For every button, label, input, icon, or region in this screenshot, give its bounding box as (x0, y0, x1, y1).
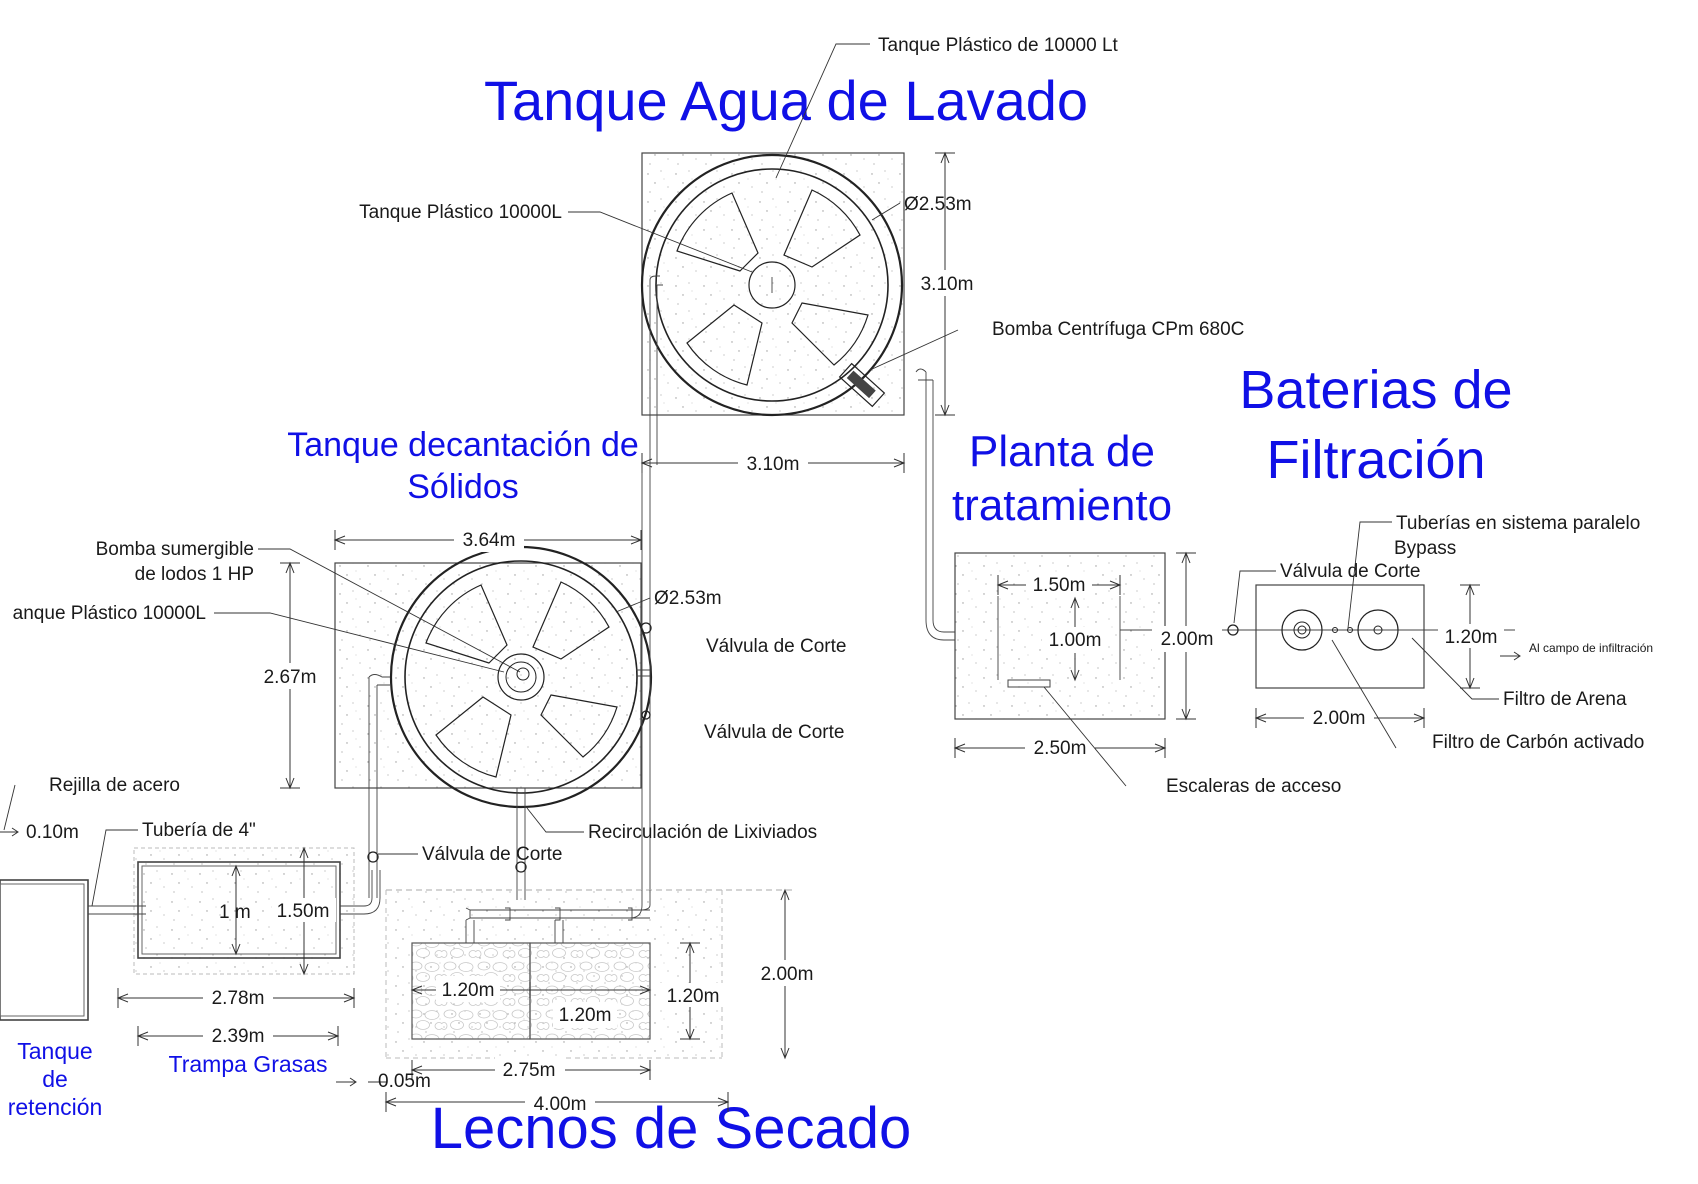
dim-200-beds: 2.00m (761, 964, 814, 985)
dim-250-plant: 2.50m (1034, 738, 1087, 759)
dim-200-plant: 2.00m (1161, 629, 1214, 650)
label-carbon-filter: Filtro de Carbón activado (1432, 732, 1644, 753)
valve-icon (1227, 624, 1239, 636)
label-submersible-pump-2: de lodos 1 HP (135, 564, 254, 585)
dim-120-filters: 1.20m (1445, 627, 1498, 648)
dim-diameter-top: Ø2.53m (904, 194, 972, 215)
label-tank-10000l-top: Tanque Plástico 10000L (359, 202, 562, 223)
title-retention-3: retención (8, 1094, 103, 1120)
settling-tank-slab (334, 562, 642, 789)
label-recirculation: Recirculación de Lixiviados (588, 822, 817, 843)
filtration-battery (1225, 584, 1521, 689)
dim-200-filters: 2.00m (1313, 708, 1366, 729)
dim-150-trap: 1.50m (277, 901, 330, 922)
wash-water-tank (640, 152, 955, 641)
label-steel-grille: Rejilla de acero (49, 775, 180, 796)
access-stairs-icon (1007, 679, 1051, 688)
dim-1m: 1 m (219, 902, 251, 923)
dim-310-vertical: 3.10m (921, 274, 974, 295)
centrifugal-pump-icon (838, 362, 886, 408)
dim-267: 2.67m (264, 667, 317, 688)
dim-005: 0.05m (378, 1071, 431, 1092)
drying-beds (385, 889, 796, 1059)
dim-239: 2.39m (212, 1026, 265, 1047)
label-infiltration-field: Al campo de infiltración (1529, 641, 1653, 655)
dim-310-horizontal: 3.10m (747, 454, 800, 475)
dim-278: 2.78m (212, 988, 265, 1009)
label-sand-filter: Filtro de Arena (1503, 689, 1627, 710)
label-parallel-pipes-1: Tuberías en sistema paralelo (1396, 513, 1640, 534)
dim-275: 2.75m (503, 1060, 556, 1081)
label-pipe-4in: Tubería de 4" (142, 820, 256, 841)
dim-100-plant: 1.00m (1049, 630, 1102, 651)
valve-icon (367, 851, 379, 863)
title-plant-1: Planta de (969, 427, 1155, 476)
carbon-filter-icon (1357, 609, 1399, 651)
label-valve-4: Válvula de Corte (1280, 561, 1420, 582)
title-settling-1: Tanque decantación de (287, 426, 639, 464)
settling-tank-circle (389, 545, 653, 809)
valve-icon (515, 861, 527, 873)
title-grease-trap: Trampa Grasas (169, 1051, 328, 1077)
title-settling-2: Sólidos (407, 468, 519, 506)
label-valve-3: Válvula de Corte (422, 844, 562, 865)
retention-tank (0, 879, 89, 1021)
label-submersible-pump-1: Bomba sumergible (96, 539, 254, 560)
sand-filter-icon (1281, 609, 1323, 651)
title-retention-1: Tanque (17, 1038, 92, 1064)
title-retention-2: de (42, 1066, 68, 1092)
title-drying-beds: Lechos de Secado (431, 1096, 911, 1161)
dim-364: 3.64m (463, 530, 516, 551)
label-valve-1: Válvula de Corte (706, 636, 846, 657)
valve-icon (640, 622, 652, 634)
label-access-stairs: Escaleras de acceso (1166, 776, 1341, 797)
label-parallel-pipes-2: Bypass (1394, 538, 1456, 559)
dim-400: 4.00m (534, 1094, 587, 1115)
label-valve-2: Válvula de Corte (704, 722, 844, 743)
title-filtration-2: Filtración (1266, 430, 1485, 490)
title-filtration-1: Baterias de (1239, 360, 1512, 420)
dim-120-bed-height: 1.20m (667, 986, 720, 1007)
valve-icon (641, 710, 651, 720)
dim-150-plant: 1.50m (1033, 575, 1086, 596)
wash-tank-circle (640, 153, 904, 417)
label-tank-10000lt: Tanque Plástico de 10000 Lt (878, 35, 1119, 56)
label-tank-10000l-mid: anque Plástico 10000L (13, 603, 206, 624)
title-plant-2: tratamiento (952, 481, 1172, 530)
dim-diameter-mid: Ø2.53m (654, 588, 722, 609)
title-wash-tank: Tanque Agua de Lavado (484, 69, 1088, 132)
dim-120-bed1: 1.20m (442, 980, 495, 1001)
dim-120-bed2: 1.20m (559, 1005, 612, 1026)
label-centrifugal-pump: Bomba Centrífuga CPm 680C (992, 319, 1244, 340)
dim-010: 0.10m (26, 822, 79, 843)
